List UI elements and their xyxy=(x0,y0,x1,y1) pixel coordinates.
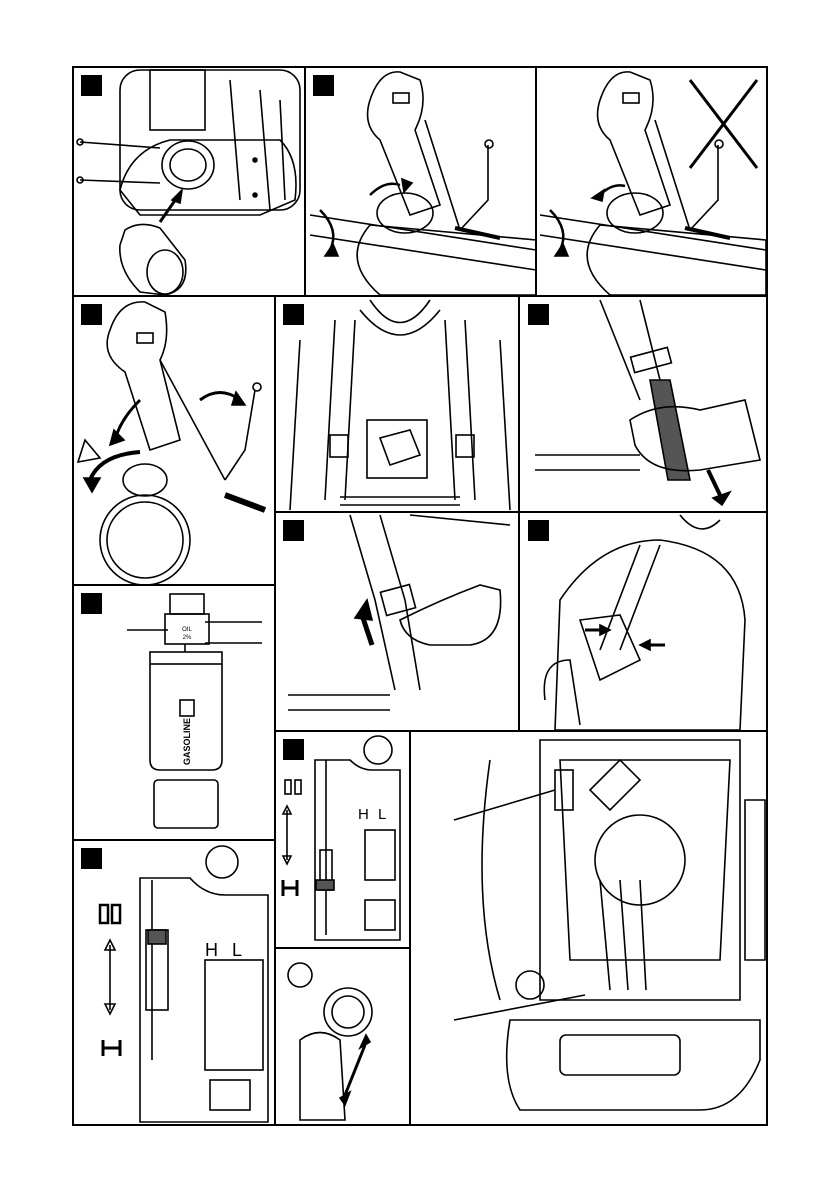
outer-frame xyxy=(73,67,767,1125)
lever-a-l-label: L xyxy=(378,806,386,823)
panel-3-illustration xyxy=(78,302,265,585)
badge-7 xyxy=(528,520,549,541)
badge-3 xyxy=(81,304,102,325)
bottle-body-text: GASOLINE xyxy=(182,718,192,765)
badge-8 xyxy=(81,593,102,614)
badge-9 xyxy=(283,739,304,760)
panel-2b-illustration xyxy=(540,72,766,295)
panel-grid xyxy=(73,67,767,1125)
panel-11-illustration xyxy=(288,963,372,1120)
panel-8-illustration xyxy=(127,594,262,828)
lever-a-h-label: H xyxy=(358,806,369,823)
panel-12-illustration xyxy=(454,740,765,1110)
badge-1 xyxy=(81,75,102,96)
panel-10-illustration xyxy=(100,846,268,1122)
x-mark-icon xyxy=(690,80,757,168)
badge-2 xyxy=(313,75,334,96)
badge-6 xyxy=(283,520,304,541)
step-badges xyxy=(81,75,549,869)
panel-2-illustration xyxy=(310,72,536,295)
badge-10 xyxy=(81,848,102,869)
lever-b-h-label: H xyxy=(205,940,218,960)
badge-5 xyxy=(528,304,549,325)
bottle-cap-text-1: OIL xyxy=(182,627,192,633)
badge-4 xyxy=(283,304,304,325)
panel-4-illustration xyxy=(290,300,510,510)
panel-7-illustration xyxy=(544,515,745,730)
panel-9-illustration xyxy=(283,736,400,940)
panel-1-illustration xyxy=(77,70,300,295)
panel-6-illustration xyxy=(288,515,510,710)
bottle-cap-text-2: 2% xyxy=(183,635,192,641)
lever-b-l-label: L xyxy=(232,940,242,960)
panel-5-illustration xyxy=(535,300,760,505)
